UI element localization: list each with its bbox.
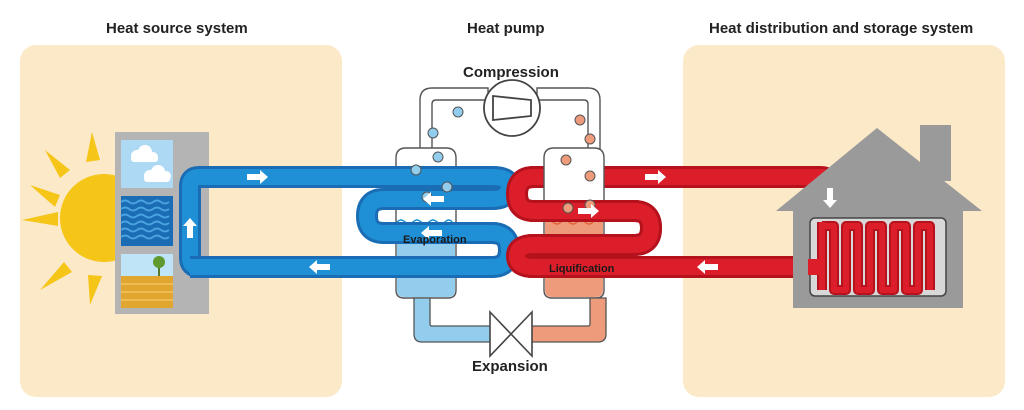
tree-icon [121,254,173,308]
heat-pump-title: Heat pump [467,20,545,37]
evaporation-label: Evaporation [403,234,467,246]
compressor-icon [483,79,541,137]
radiator-icon [808,217,947,297]
refrigerant-circuit [419,87,601,151]
liquification-label: Liquification [549,263,615,275]
water-icon [120,196,173,246]
heat-distribution-title: Heat distribution and storage system [709,20,974,37]
expansion-valve-icon [489,310,533,358]
compression-label: Compression [463,64,559,81]
cloud-icon [121,140,173,188]
expansion-label: Expansion [472,358,548,375]
heat-source-title: Heat source system [106,20,248,37]
vapor-bubbles [410,106,596,214]
flow-arrow-icon [183,170,837,274]
